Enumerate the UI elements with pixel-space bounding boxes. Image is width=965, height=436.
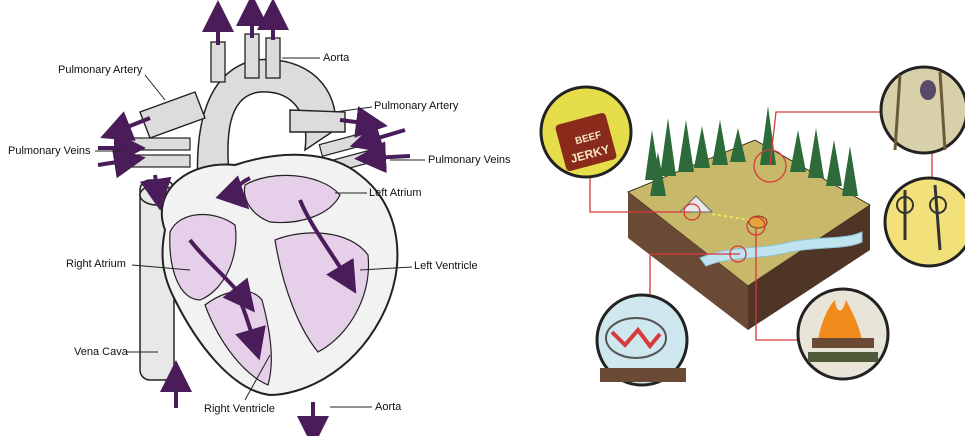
label-right-ventricle: Right Ventricle — [204, 403, 275, 415]
label-vena-cava: Vena Cava — [74, 346, 128, 358]
label-pulmonary-veins-left: Pulmonary Veins — [8, 145, 91, 157]
label-left-ventricle: Left Ventricle — [414, 260, 478, 272]
label-right-atrium: Right Atrium — [66, 258, 126, 270]
pulmonary-artery-left — [140, 92, 205, 138]
pulmonary-artery-right — [290, 110, 345, 132]
jerky-callout — [541, 87, 631, 177]
label-aorta-bottom: Aorta — [375, 401, 401, 413]
label-pulmonary-veins-right: Pulmonary Veins — [428, 154, 511, 166]
fire-callout — [798, 289, 888, 379]
fish-trap-callout — [597, 295, 687, 385]
label-pulmonary-artery-right: Pulmonary Artery — [374, 100, 458, 112]
label-left-atrium: Left Atrium — [369, 187, 422, 199]
knots-callout — [885, 178, 965, 266]
label-aorta-top: Aorta — [323, 52, 349, 64]
label-pulmonary-artery-left: Pulmonary Artery — [58, 64, 142, 76]
camp-scene — [541, 67, 965, 385]
bear-bag-callout — [881, 67, 965, 153]
